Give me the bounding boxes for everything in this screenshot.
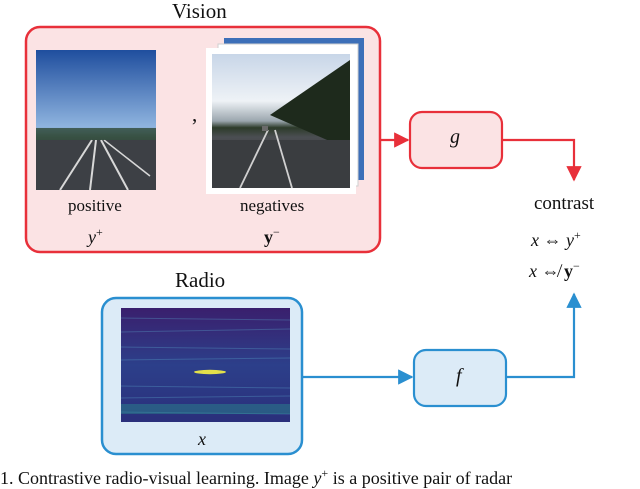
positive-symbol: y+: [88, 225, 103, 247]
radio-heatmap: [120, 308, 291, 422]
contrast-negative-relation: x ⇎ y−: [529, 259, 580, 281]
radio-input-symbol: x: [198, 429, 206, 449]
negatives-symbol: y−: [264, 225, 280, 247]
arrow-f-to-contrast: [506, 292, 582, 379]
negatives-label: negatives: [240, 196, 305, 215]
contrast-title: contrast: [534, 193, 595, 214]
negatives-image-stack: [206, 38, 364, 194]
encoder-g-label: g: [450, 126, 460, 148]
encoder-f-label: f: [456, 365, 462, 387]
positive-image: [36, 50, 156, 191]
figure-caption: 1. Contrastive radio-visual learning. Im…: [0, 466, 513, 488]
contrast-positive-relation: x ⇔ y+: [531, 228, 581, 250]
arrow-g-to-contrast: [502, 138, 582, 182]
heatmap-peak: [194, 369, 226, 375]
radio-title: Radio: [175, 268, 226, 292]
vision-comma: ,: [192, 102, 198, 126]
positive-label: positive: [68, 196, 122, 215]
vision-title: Vision: [172, 0, 227, 23]
